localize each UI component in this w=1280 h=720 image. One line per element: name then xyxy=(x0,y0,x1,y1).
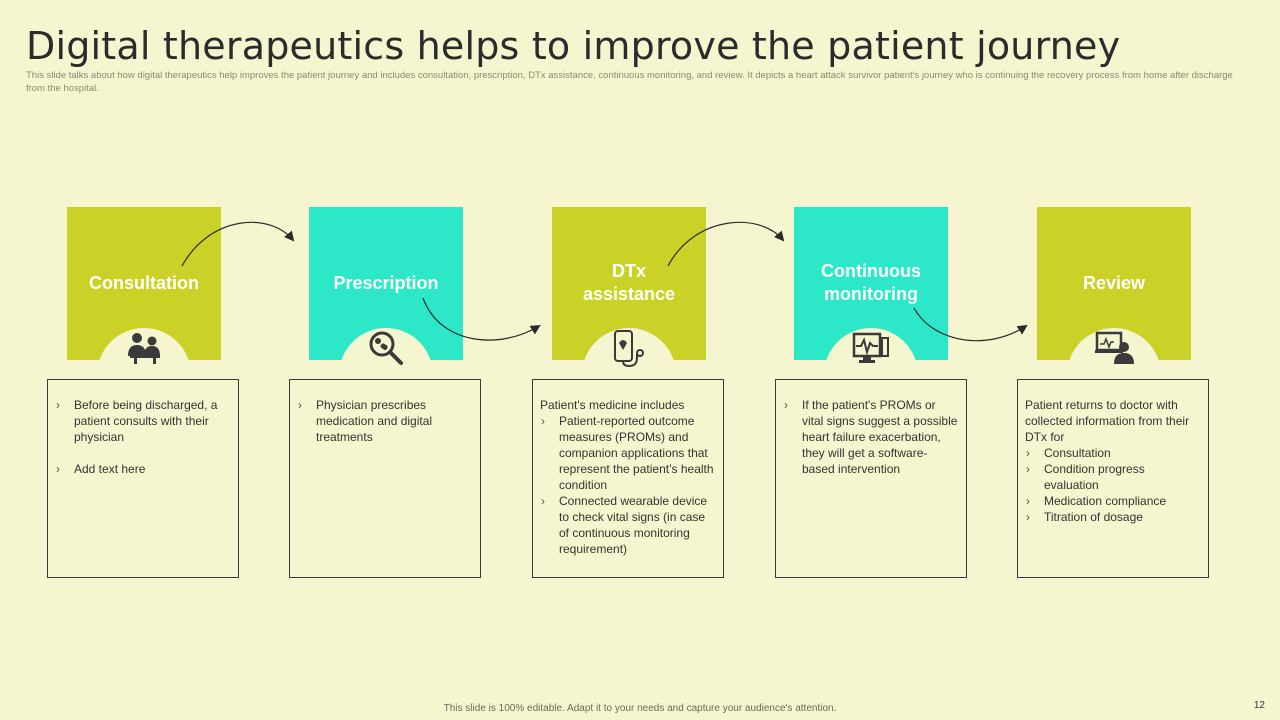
stage-label: Review xyxy=(1082,272,1146,293)
list-item: Patient-reported outcome measures (PROMs… xyxy=(540,413,715,493)
list-item: If the patient's PROMs or vital signs su… xyxy=(783,397,958,477)
lead-text: Patient's medicine includes xyxy=(540,398,685,412)
heart-monitor-icon xyxy=(846,328,896,368)
list-item: Titration of dosage xyxy=(1025,509,1200,525)
list-item: Physician prescribes medication and digi… xyxy=(297,397,472,445)
page-title: Digital therapeutics helps to improve th… xyxy=(26,24,1121,68)
stage-description-consultation: Before being discharged, a patient consu… xyxy=(47,379,239,578)
stage-label: Consultation xyxy=(89,272,199,293)
stage-description-continuous-monitoring: If the patient's PROMs or vital signs su… xyxy=(775,379,967,578)
prescription-magnifier-icon xyxy=(361,328,411,368)
list-item: Condition progress evaluation xyxy=(1025,461,1200,493)
stethoscope-phone-icon xyxy=(604,328,654,368)
stage-review[interactable]: Review xyxy=(1037,207,1191,360)
lead-text: Patient returns to doctor with collected… xyxy=(1025,398,1190,444)
stage-label: Prescription xyxy=(333,272,439,293)
footer-note: This slide is 100% editable. Adapt it to… xyxy=(443,703,837,714)
list-item: Consultation xyxy=(1025,445,1200,461)
page-subtitle: This slide talks about how digital thera… xyxy=(26,70,1233,94)
list-item: Medication compliance xyxy=(1025,493,1200,509)
page-number: 12 xyxy=(1253,700,1265,711)
stage-description-review: Patient returns to doctor with collected… xyxy=(1017,379,1209,578)
list-item: Connected wearable device to check vital… xyxy=(540,493,715,557)
stage-description-dtx-assistance: Patient's medicine includes Patient-repo… xyxy=(532,379,724,578)
doctor-computer-icon xyxy=(1089,328,1139,368)
stage-description-prescription: Physician prescribes medication and digi… xyxy=(289,379,481,578)
list-item: Before being discharged, a patient consu… xyxy=(55,397,230,445)
list-item: Add text here xyxy=(55,461,230,477)
people-meeting-icon xyxy=(119,328,169,368)
